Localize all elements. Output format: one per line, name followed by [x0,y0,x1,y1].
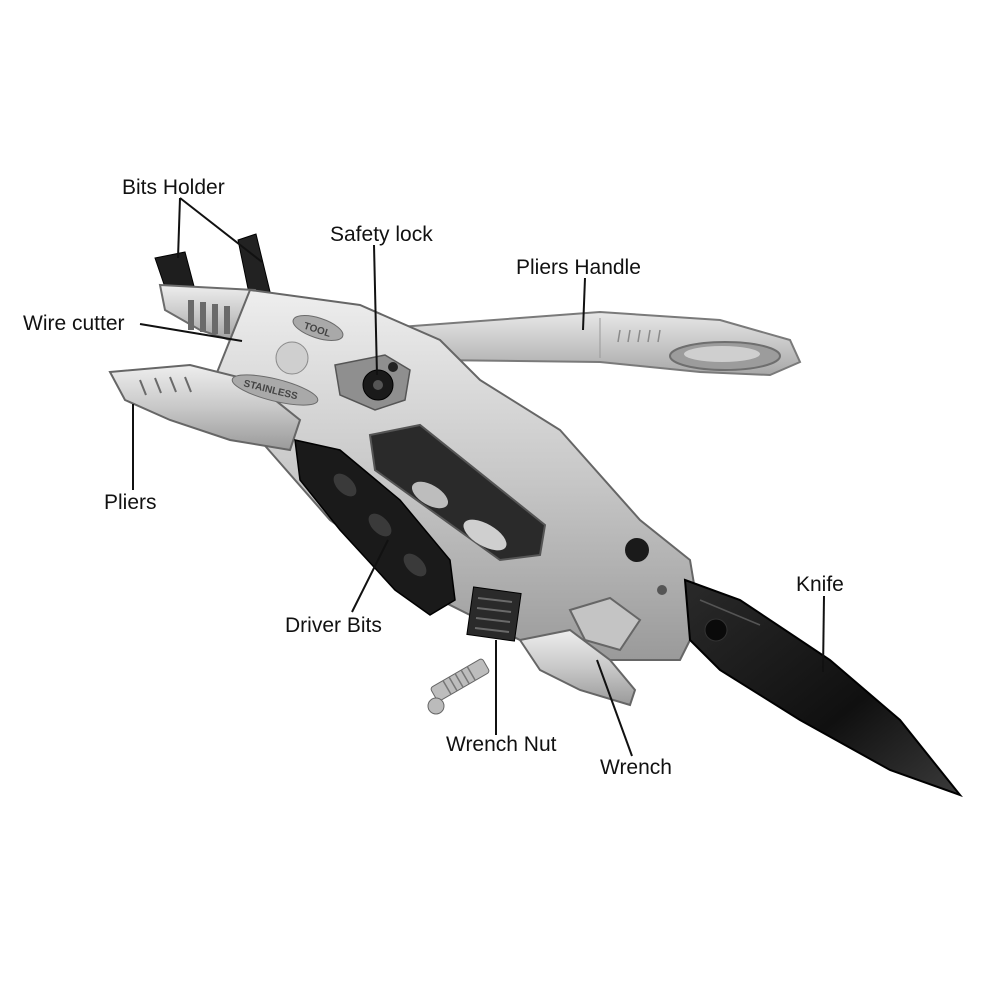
wrench-rod [430,658,490,702]
label-driver-bits: Driver Bits [285,614,382,637]
leader-wrench [596,659,633,757]
leader-pliers-handle [582,277,586,331]
leader-knife [822,595,825,673]
knife-blade-shape [683,578,963,798]
label-wrench-nut: Wrench Nut [446,733,557,756]
label-bits-holder: Bits Holder [122,176,225,199]
leader-lines [132,197,825,757]
label-knife: Knife [796,573,844,596]
leader-bits-holder-2 [179,197,263,263]
leader-safety-lock [373,244,378,376]
leader-wire-cutter [139,323,243,342]
label-safety-lock: Safety lock [330,223,433,246]
wrench-nut-shape [466,586,522,642]
leader-bits-holder-1 [177,197,181,259]
label-pliers-handle: Pliers Handle [516,256,641,279]
leader-driver-bits [351,539,389,613]
label-pliers: Pliers [104,491,157,514]
label-wrench: Wrench [600,756,672,779]
label-wire-cutter: Wire cutter [23,312,125,335]
